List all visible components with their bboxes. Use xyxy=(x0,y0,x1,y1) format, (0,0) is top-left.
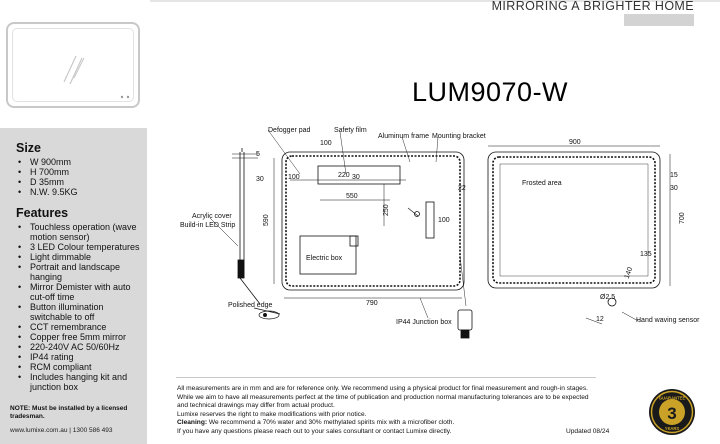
cleaning-text: We recommend a 70% water and 30% methyla… xyxy=(207,419,455,426)
badge-number: 3 xyxy=(667,404,676,423)
dim-22: 22 xyxy=(458,185,466,192)
badge-top-text: GUARANTEE xyxy=(659,396,686,401)
disclaimer-block: All measurements are in mm and are for r… xyxy=(177,385,597,436)
list-item: W 900mm xyxy=(18,157,78,167)
list-item: D 35mm xyxy=(18,177,78,187)
label-acrylic-cover: Acrylic cover xyxy=(192,213,232,220)
dim-5: 5 xyxy=(256,151,260,158)
dim-250: 250 xyxy=(383,204,390,216)
mirror-reflection-icon xyxy=(63,55,130,99)
dim-30c: 30 xyxy=(670,185,678,192)
header-rule xyxy=(150,0,720,2)
list-item: 3 LED Colour temperatures xyxy=(18,242,144,252)
cleaning-label: Cleaning: xyxy=(177,419,208,426)
leader-lines xyxy=(267,129,467,319)
label-safety-film: Safety film xyxy=(334,127,367,134)
list-item: Portrait and landscape hanging xyxy=(18,262,144,282)
install-note: NOTE: Must be installed by a licensed tr… xyxy=(10,405,128,420)
disclaimer-rule xyxy=(176,377,596,378)
dim-12: 12 xyxy=(596,316,604,323)
dim-140: 140 xyxy=(624,266,635,279)
size-title: Size xyxy=(16,141,42,155)
label-ip44-box: IP44 Junction box xyxy=(396,319,452,326)
dim-550: 550 xyxy=(346,193,358,200)
label-electric-box: Electric box xyxy=(306,255,343,262)
list-item: Copper free 5mm mirror xyxy=(18,332,144,342)
dim-590: 590 xyxy=(263,214,270,226)
dim-30a: 30 xyxy=(256,176,264,183)
features-list: Touchless operation (wave motion sensor)… xyxy=(18,222,144,392)
label-hand-waving-sensor: Hand waving sensor xyxy=(636,317,700,324)
polished-edge-detail xyxy=(253,307,281,320)
contact-line: www.lumixe.com.au | 1300 586 493 xyxy=(10,427,113,434)
size-list: W 900mm H 700mm D 35mm N.W. 9.5KG xyxy=(18,157,78,197)
list-item: IP44 rating xyxy=(18,352,144,362)
dim-100a: 100 xyxy=(320,140,332,147)
dim-30b: 30 xyxy=(352,174,360,181)
badge-bottom-text: YEARS xyxy=(665,426,680,431)
label-frosted-area: Frosted area xyxy=(522,180,562,187)
list-item: Light dimmable xyxy=(18,252,144,262)
list-item: Mirror Demister with auto cut-off time xyxy=(18,282,144,302)
list-item: RCM compliant xyxy=(18,362,144,372)
label-polished-edge: Polished edge xyxy=(228,302,272,309)
list-item: Includes hanging kit and junction box xyxy=(18,372,144,392)
list-item: Button illumination switchable to off xyxy=(18,302,144,322)
side-profile xyxy=(232,148,261,305)
mirror-thumbnail xyxy=(6,22,140,108)
dim-100c: 100 xyxy=(438,217,450,224)
disclaimer-modifications: Lumixe reserves the right to make modifi… xyxy=(177,410,367,418)
rear-view xyxy=(273,151,465,299)
dim-900: 900 xyxy=(569,139,581,146)
label-led-strip: Build-in LED Strip xyxy=(180,222,235,229)
updated-date: Updated 08/24 xyxy=(566,428,610,435)
label-aluminum-frame: Aluminum frame xyxy=(378,133,429,140)
brand-tagline: MIRRORING A BRIGHTER HOME xyxy=(491,0,694,13)
label-defogger-pad: Defogger pad xyxy=(268,127,311,134)
list-item: Touchless operation (wave motion sensor) xyxy=(18,222,144,242)
dim-790: 790 xyxy=(366,300,378,307)
list-item: N.W. 9.5KG xyxy=(18,187,78,197)
disclaimer-contact: If you have any questions please reach o… xyxy=(177,427,452,435)
front-view xyxy=(487,145,671,325)
list-item: CCT remembrance xyxy=(18,322,144,332)
dim-220: 220 xyxy=(338,172,350,179)
dim-700: 700 xyxy=(679,212,686,224)
label-mounting-bracket: Mounting bracket xyxy=(432,133,486,140)
list-item: 220-240V AC 50/60Hz xyxy=(18,342,144,352)
technical-drawing: 5 30 Acrylic cover Build-in LED Strip Po… xyxy=(180,127,700,339)
header-accent-bar xyxy=(624,14,694,26)
guarantee-badge-icon: GUARANTEE 3 YEARS xyxy=(649,389,695,435)
model-number: LUM9070-W xyxy=(412,77,569,107)
junction-box-icon xyxy=(457,309,473,339)
dim-135: 135 xyxy=(640,251,652,258)
disclaimer-measurements: All measurements are in mm and are for r… xyxy=(177,385,589,409)
dim-15: 15 xyxy=(670,172,678,179)
features-title: Features xyxy=(16,206,69,220)
dim-diameter: Ø2.5 xyxy=(600,294,615,301)
list-item: H 700mm xyxy=(18,167,78,177)
dim-100b: 100 xyxy=(288,174,300,181)
